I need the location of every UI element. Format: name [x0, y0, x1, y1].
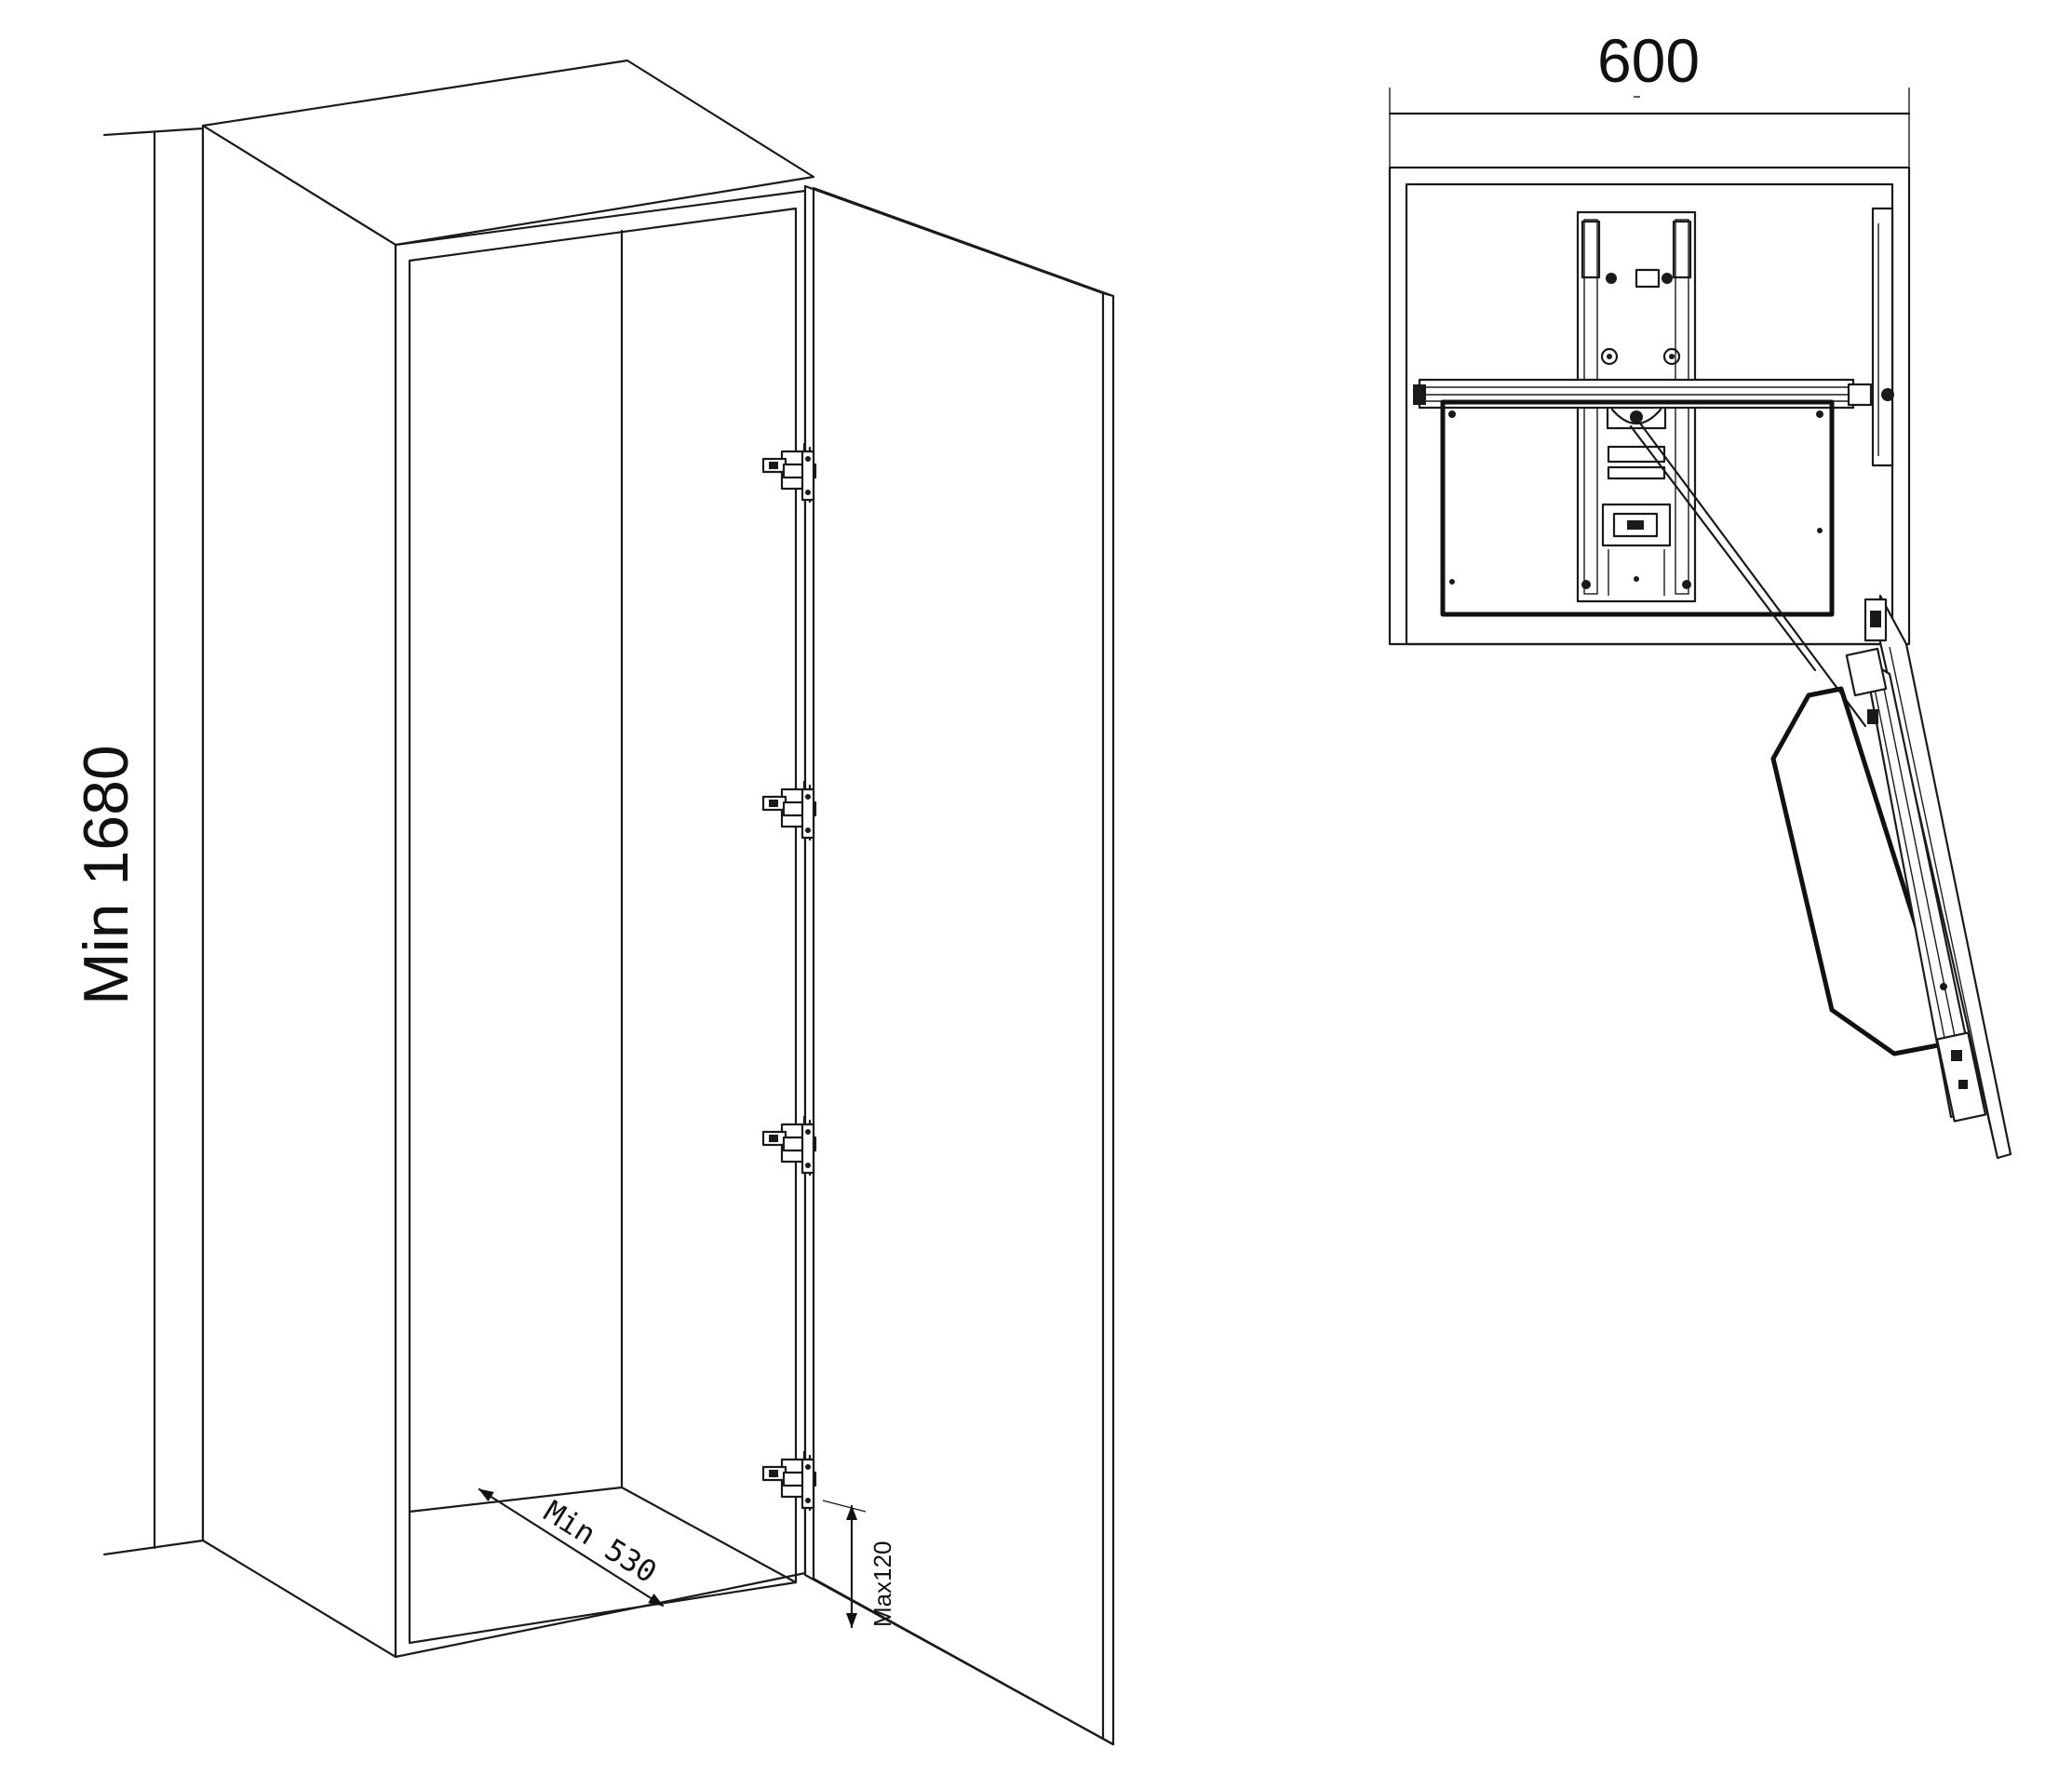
- hinge-offset-label: Max120: [868, 1541, 896, 1628]
- basket-swung-out: [1770, 647, 1987, 1123]
- tall-cabinet-drawing: [102, 59, 1115, 1746]
- cabinet-left-side: [201, 124, 397, 1659]
- hinge-offset-dimension: [822, 1500, 867, 1629]
- cabinet-door: [803, 184, 1115, 1746]
- plan-door: [1863, 594, 2012, 1160]
- cabinet-front-frame: [394, 189, 807, 1659]
- basket-retracted: [1413, 378, 1894, 617]
- plan-view-drawing: 600: [1388, 26, 2012, 1160]
- width-label: 600: [1597, 26, 1700, 95]
- depth-dimension: [478, 1487, 665, 1608]
- width-dimension: [1388, 87, 1911, 168]
- height-label: Min 1680: [71, 745, 141, 1005]
